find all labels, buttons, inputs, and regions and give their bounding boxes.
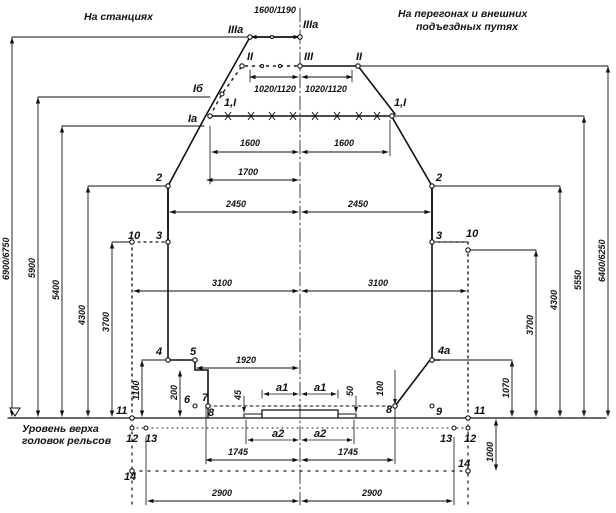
point-13-right: 13 — [440, 433, 452, 445]
dim-1020-1120-left: 1020/1120 — [254, 84, 296, 94]
dim-1000: 1000 — [485, 442, 495, 462]
dim-3700-left: 3700 — [101, 312, 111, 332]
point-Ia: Ia — [188, 113, 197, 125]
point-13-left: 13 — [145, 433, 157, 445]
label-a2-left: a2 — [272, 428, 284, 440]
point-III: III — [304, 51, 314, 63]
dim-1745-left: 1745 — [228, 447, 249, 457]
point-10-right: 10 — [466, 228, 479, 240]
point-14-left: 14 — [124, 471, 136, 483]
dim-50: 50 — [345, 386, 355, 396]
dim-3100-left: 3100 — [212, 278, 232, 288]
dim-3100-right: 3100 — [368, 278, 388, 288]
point-11-left: 11 — [116, 405, 127, 417]
point-IIIa-left: IIIa — [228, 24, 243, 36]
dim-100: 100 — [375, 381, 385, 396]
dim-4300-right: 4300 — [549, 290, 559, 311]
dim-4300-left: 4300 — [77, 305, 87, 326]
dim-5400: 5400 — [51, 280, 61, 300]
rail-level-line2: головок рельсов — [22, 435, 112, 447]
point-I-left: 1,I — [224, 97, 237, 109]
label-a1-right: a1 — [314, 382, 326, 394]
point-4: 4 — [155, 346, 162, 358]
dim-3700-right: 3700 — [525, 315, 535, 335]
point-12-right: 12 — [464, 433, 476, 445]
dim-200: 200 — [169, 385, 179, 401]
dim-1600-left: 1600 — [240, 138, 260, 148]
header-stations: На станциях — [84, 11, 154, 23]
dim-6400-6250: 6400/6250 — [597, 239, 607, 282]
point-12-left: 12 — [126, 433, 138, 445]
dim-1600-1190: 1600/1190 — [254, 5, 296, 15]
dim-6900-6750: 6900/6750 — [1, 237, 11, 280]
point-8-right: 8 — [386, 404, 393, 416]
point-I-right: 1,I — [394, 97, 407, 109]
label-a1-left: a1 — [276, 382, 288, 394]
outline-10-right — [431, 241, 469, 419]
point-II-right: II — [356, 51, 363, 63]
point-3-left: 3 — [156, 230, 162, 242]
dim-1020-1120-right: 1020/1120 — [305, 84, 347, 94]
rail-level-marker-icon — [9, 407, 21, 417]
point-2-left: 2 — [155, 172, 162, 184]
dim-2450-left: 2450 — [225, 199, 246, 209]
point-14-right: 14 — [458, 458, 470, 470]
dim-5900: 5900 — [27, 258, 37, 278]
point-9: 9 — [436, 406, 443, 418]
dim-1745-right: 1745 — [338, 447, 359, 457]
point-5: 5 — [190, 346, 197, 358]
dim-45: 45 — [233, 389, 243, 401]
point-3-right: 3 — [436, 230, 442, 242]
point-8-left: 8 — [208, 407, 215, 419]
I-line-cross-markers — [224, 111, 381, 121]
dim-1100: 1100 — [131, 381, 141, 400]
gauge-points — [129, 34, 471, 474]
point-6: 6 — [184, 394, 191, 406]
dim-1600-right: 1600 — [334, 138, 354, 148]
label-a2-right: a2 — [314, 428, 326, 440]
point-II-left: II — [247, 51, 254, 63]
dim-1070: 1070 — [501, 378, 511, 398]
dim-2900-right: 2900 — [361, 488, 382, 498]
rail-level-line1: Уровень верха — [22, 423, 99, 435]
point-IIIa-right: IIIa — [303, 19, 318, 31]
header-stages-line2: подъездных путях — [416, 21, 519, 33]
dim-2900-left: 2900 — [211, 488, 232, 498]
point-7: 7 — [202, 392, 209, 404]
dim-1700: 1700 — [238, 167, 258, 177]
point-11-right: 11 — [474, 405, 485, 417]
point-Ib: Iб — [193, 83, 204, 95]
outline-II-left — [209, 65, 301, 117]
header-stages-line1: На перегонах и внешних — [398, 8, 528, 20]
point-4a: 4a — [437, 345, 450, 357]
point-10-left: 10 — [128, 230, 141, 242]
dim-1920: 1920 — [236, 355, 256, 365]
station-outline-right — [391, 116, 433, 407]
point-2-right: 2 — [435, 172, 442, 184]
dim-2450-right: 2450 — [347, 199, 368, 209]
dim-5550: 5550 — [573, 270, 583, 290]
